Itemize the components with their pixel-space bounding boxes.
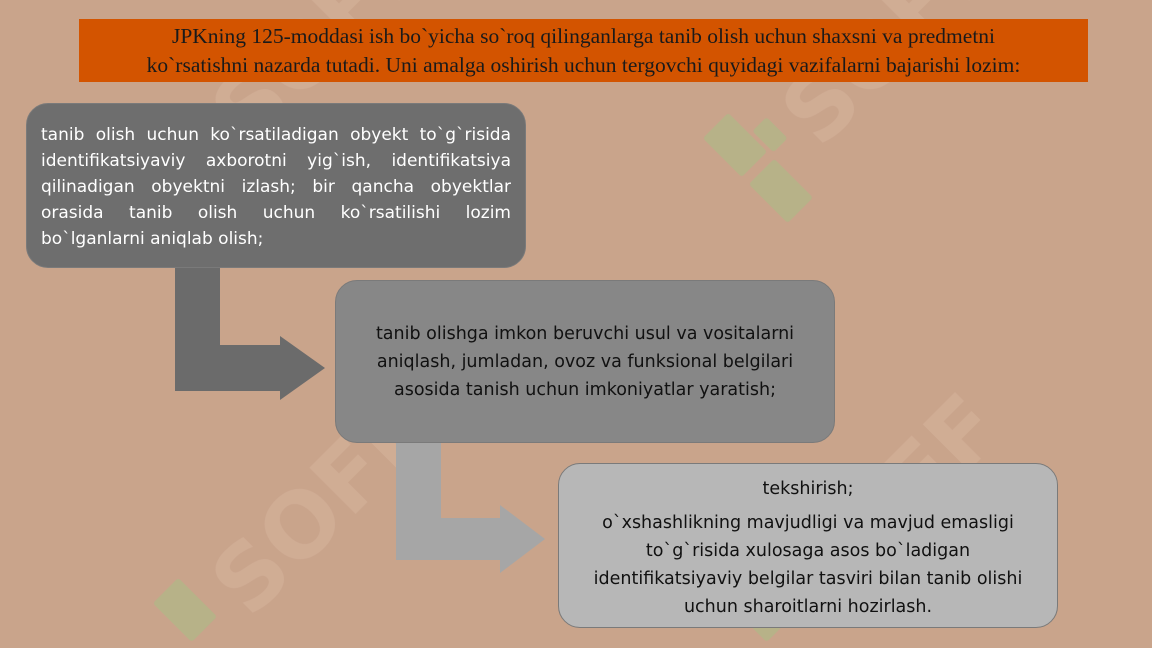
header-text: JPKning 125-moddasi ish bo`yicha so`roq … <box>147 22 1021 80</box>
header-banner: JPKning 125-moddasi ish bo`yicha so`roq … <box>79 19 1088 82</box>
step-1-text: tanib olish uchun ko`rsatiladigan obyekt… <box>41 125 511 249</box>
step-3-box: tekshirish; o`xshashlikning mavjudligi v… <box>558 463 1058 628</box>
header-line-2: ko`rsatishni nazarda tutadi. Uni amalga … <box>146 52 1021 77</box>
step-3-text: o`xshashlikning mavjudligi va mavjud ema… <box>593 513 1023 617</box>
header-line-1: JPKning 125-moddasi ish bo`yicha so`roq … <box>171 23 996 48</box>
step-1-box: tanib olish uchun ko`rsatiladigan obyekt… <box>26 103 526 268</box>
step-2-box: tanib olishga imkon beruvchi usul va vos… <box>335 280 835 443</box>
step-2-text: tanib olishga imkon beruvchi usul va vos… <box>375 323 795 400</box>
step-3-title: tekshirish; <box>762 479 854 499</box>
